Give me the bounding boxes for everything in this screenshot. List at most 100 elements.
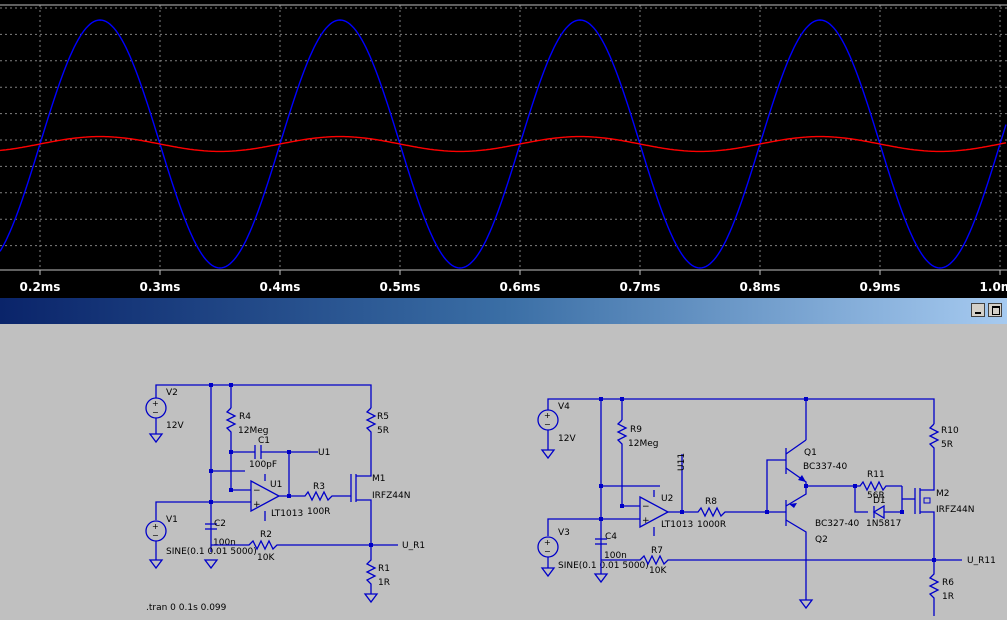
- trace-red[interactable]: [0, 135, 1007, 153]
- ground-icon: [540, 567, 556, 578]
- r1-label: R1: [378, 564, 390, 574]
- wire-vcc-right[interactable]: [547, 398, 935, 424]
- u1-label: U1: [270, 480, 282, 490]
- d1-label: D1: [873, 496, 886, 506]
- resistor-r6[interactable]: [928, 560, 940, 616]
- resistor-r3[interactable]: [279, 490, 351, 502]
- m2-value: IRFZ44N: [936, 505, 974, 515]
- d1-value: 1N5817: [866, 519, 901, 529]
- r9-value: 12Meg: [628, 439, 658, 449]
- junction-dots-left: [209, 383, 373, 547]
- schematic-window-titlebar[interactable]: [0, 298, 1007, 324]
- ground-icon: [540, 449, 556, 460]
- v4-value: 12V: [558, 434, 576, 444]
- u2-value: LT1013: [661, 520, 693, 530]
- wire-v3-plus[interactable]: [547, 518, 640, 536]
- svg-text:−: −: [544, 420, 551, 429]
- x-tick-label: 0.4ms: [260, 280, 301, 294]
- voltage-source-v4[interactable]: + −: [537, 409, 559, 460]
- c1-label: C1: [258, 436, 270, 446]
- schematic-canvas[interactable]: + − V2 12V R4 12Meg C1 100pF U1: [0, 324, 1007, 620]
- wire-q1-base[interactable]: [766, 459, 786, 512]
- r6-value: 1R: [942, 592, 954, 602]
- r6-label: R6: [942, 578, 954, 588]
- svg-text:−: −: [152, 531, 159, 540]
- wire-d1-right[interactable]: [884, 486, 903, 513]
- spice-directive[interactable]: .tran 0 0.1s 0.099: [146, 603, 227, 613]
- m2-label: M2: [936, 489, 950, 499]
- q2-label: Q2: [815, 535, 828, 545]
- resistor-r1[interactable]: [365, 545, 377, 594]
- v1-value: SINE(0.1 0.01 5000): [166, 547, 257, 557]
- maximize-button[interactable]: [988, 303, 1002, 317]
- q2-value: BC327-40: [815, 519, 859, 529]
- ground-icon: [148, 559, 164, 570]
- r8-value: 1000R: [697, 520, 726, 530]
- svg-text:−: −: [544, 547, 551, 556]
- svg-text:+: +: [152, 522, 159, 531]
- transistor-q2[interactable]: [785, 486, 807, 600]
- x-tick-label: 0.5ms: [380, 280, 421, 294]
- minimize-button[interactable]: [971, 303, 985, 317]
- r9-label: R9: [630, 425, 642, 435]
- r3-label: R3: [313, 482, 325, 492]
- opamp-u1[interactable]: − +: [250, 479, 281, 513]
- x-tick-label: 0.9ms: [860, 280, 901, 294]
- left-circuit: + − V2 12V R4 12Meg C1 100pF U1: [145, 383, 425, 604]
- svg-text:−: −: [642, 502, 650, 512]
- resistor-r4[interactable]: [225, 407, 237, 471]
- resistor-r8[interactable]: [668, 506, 767, 518]
- r7-label: R7: [651, 546, 663, 556]
- ground-icon: [593, 573, 609, 584]
- resistor-r2[interactable]: [211, 539, 371, 551]
- voltage-source-v2[interactable]: + −: [145, 397, 167, 444]
- svg-text:+: +: [152, 399, 159, 408]
- svg-text:+: +: [642, 516, 650, 526]
- mosfet-m1[interactable]: [350, 472, 372, 545]
- r11-label: R11: [867, 470, 885, 480]
- schematic-editor[interactable]: + − V2 12V R4 12Meg C1 100pF U1: [0, 324, 1007, 620]
- wire-d1-left[interactable]: [854, 486, 868, 513]
- voltage-source-v1[interactable]: + −: [145, 520, 167, 570]
- right-circuit: + − V4 12V R9 12Meg − + U2 LT1013: [537, 397, 996, 616]
- v3-label: V3: [558, 528, 570, 538]
- ground-icon: [148, 433, 164, 444]
- diode-d1[interactable]: [872, 504, 885, 520]
- r1-value: 1R: [378, 578, 390, 588]
- q1-value: BC337-40: [803, 462, 847, 472]
- q1-label: Q1: [804, 448, 817, 458]
- wire-inv-node[interactable]: [230, 471, 251, 491]
- r11-value: 56R: [867, 491, 885, 501]
- m1-value: IRFZ44N: [372, 491, 410, 501]
- resistor-r5[interactable]: [365, 407, 377, 472]
- r4-label: R4: [239, 412, 251, 422]
- junction-dots-right: [599, 397, 936, 562]
- x-tick-label: 0.2ms: [20, 280, 61, 294]
- r5-label: R5: [377, 412, 389, 422]
- v4-label: V4: [558, 402, 570, 412]
- mosfet-m2[interactable]: [914, 486, 935, 560]
- resistor-r7[interactable]: [601, 554, 934, 566]
- wire-vcc-left[interactable]: [155, 384, 372, 408]
- voltage-source-v3[interactable]: + −: [537, 536, 559, 578]
- r8-label: R8: [705, 497, 717, 507]
- x-tick-label: 0.8ms: [740, 280, 781, 294]
- resistor-r10[interactable]: [928, 423, 940, 486]
- resistor-r11[interactable]: [855, 480, 902, 492]
- wire-v1-plus[interactable]: [155, 501, 251, 520]
- ground-icon: [203, 559, 219, 570]
- svg-text:+: +: [544, 411, 551, 420]
- v2-value: 12V: [166, 421, 184, 431]
- opamp-u2[interactable]: − +: [639, 495, 670, 529]
- svg-text:−: −: [152, 408, 159, 417]
- r7-value: 10K: [649, 566, 667, 576]
- x-tick-label: 0.7ms: [620, 280, 661, 294]
- svg-text:+: +: [544, 538, 551, 547]
- x-tick-label: 0.6ms: [500, 280, 541, 294]
- trace-blue[interactable]: [0, 19, 1007, 269]
- resistor-r9[interactable]: [616, 419, 628, 506]
- svg-text:+: +: [253, 500, 261, 510]
